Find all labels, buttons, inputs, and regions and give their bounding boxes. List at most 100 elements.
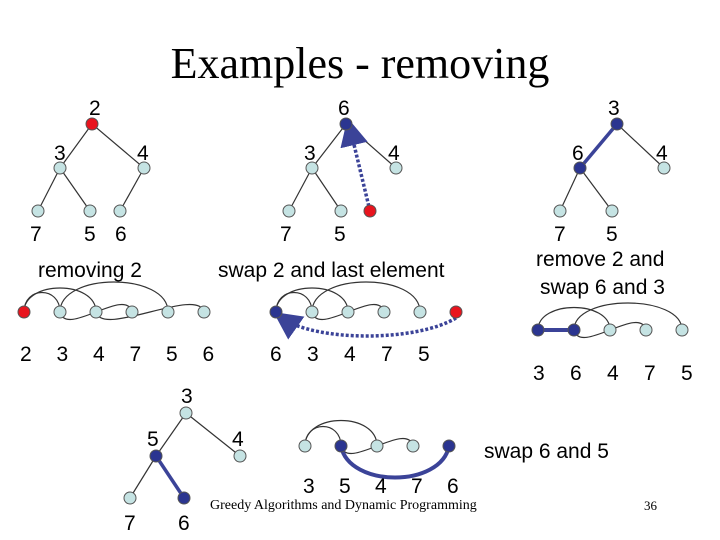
tree4-edge-root-right bbox=[185, 412, 241, 457]
array4-node-1 bbox=[334, 439, 348, 453]
array1-node-5 bbox=[197, 305, 211, 319]
array3-node-1 bbox=[567, 323, 581, 337]
tree2-node-root bbox=[339, 117, 353, 131]
array1-value-4: 5 bbox=[166, 343, 178, 366]
tree2-swap-arrow bbox=[340, 117, 372, 212]
tree3-label-right: 4 bbox=[656, 142, 668, 165]
tree1-label-left: 3 bbox=[54, 142, 66, 165]
array1-value-0: 2 bbox=[20, 343, 32, 366]
footer-text: Greedy Algorithms and Dynamic Programmin… bbox=[210, 498, 477, 513]
tree1-label-root: 2 bbox=[89, 97, 101, 120]
tree3-node-root bbox=[610, 117, 624, 131]
tree2-caption: swap 2 and last element bbox=[218, 259, 445, 282]
array4-value-1: 5 bbox=[339, 475, 351, 498]
array1-node-2 bbox=[89, 305, 103, 319]
tree4-edge-left-lr bbox=[154, 455, 186, 499]
tree4-edge-root-left bbox=[155, 412, 187, 457]
tree4-label-ll: 7 bbox=[124, 512, 136, 535]
tree3-label-ll: 7 bbox=[554, 223, 566, 246]
tree4-edge-left-ll bbox=[129, 455, 157, 499]
array3-node-4 bbox=[675, 323, 689, 337]
tree4-node-right bbox=[233, 449, 247, 463]
array2-node-4 bbox=[413, 305, 427, 319]
array1-node-1 bbox=[53, 305, 67, 319]
tree2-label-ll: 7 bbox=[280, 223, 292, 246]
tree4-caption: swap 6 and 5 bbox=[484, 440, 609, 463]
array3-value-2: 4 bbox=[607, 362, 619, 385]
tree1-label-lr: 5 bbox=[84, 223, 96, 246]
tree4-label-lr: 6 bbox=[178, 512, 190, 535]
tree2-label-left: 3 bbox=[304, 142, 316, 165]
tree4-label-root: 3 bbox=[181, 385, 193, 408]
array4-node-0 bbox=[298, 439, 312, 453]
array4-node-4 bbox=[442, 439, 456, 453]
array3-arc-0-2 bbox=[537, 306, 611, 331]
array1-node-0 bbox=[17, 305, 31, 319]
array2-node-5 bbox=[449, 305, 463, 319]
tree2-node-lr bbox=[334, 204, 348, 218]
tree2-node-removed bbox=[363, 204, 377, 218]
page-number: 36 bbox=[644, 498, 657, 513]
array4-arc-1-4 bbox=[339, 445, 451, 480]
tree2-edge-root-left bbox=[311, 123, 347, 169]
array1-value-3: 7 bbox=[129, 343, 142, 366]
array4-value-2: 4 bbox=[375, 475, 387, 498]
tree1-edge-left-lr bbox=[59, 167, 91, 212]
tree2-edge-left-lr bbox=[311, 167, 342, 212]
tree3-edge-root-right bbox=[616, 123, 665, 169]
tree4-node-root bbox=[179, 406, 193, 420]
tree1-node-left bbox=[53, 161, 67, 175]
tree3-label-root: 3 bbox=[608, 97, 620, 120]
tree2-node-ll bbox=[282, 204, 296, 218]
tree3-node-right bbox=[657, 161, 671, 175]
array3-node-2 bbox=[603, 323, 617, 337]
tree1-node-right bbox=[137, 161, 151, 175]
array1-arc-2-5 bbox=[95, 303, 205, 321]
array1-arc-1-4 bbox=[59, 281, 169, 313]
array3-value-0: 3 bbox=[533, 362, 545, 385]
array3-node-0 bbox=[531, 323, 545, 337]
tree3-caption-line2: swap 6 and 3 bbox=[540, 276, 665, 299]
array3-value-1: 6 bbox=[570, 362, 582, 385]
array1-node-4 bbox=[161, 305, 175, 319]
array2-value-2: 4 bbox=[344, 343, 356, 366]
array1-value-5: 6 bbox=[202, 343, 215, 366]
tree4-label-left: 5 bbox=[147, 428, 159, 451]
tree3-edge-left-lr bbox=[579, 167, 613, 212]
tree3-edge-left-ll bbox=[559, 167, 581, 212]
array1-value-2: 4 bbox=[93, 343, 105, 366]
tree2-node-left bbox=[305, 161, 319, 175]
tree3-node-lr bbox=[605, 204, 619, 218]
tree2-label-root: 6 bbox=[338, 97, 350, 120]
array4-node-2 bbox=[370, 439, 384, 453]
array4-node-3 bbox=[406, 439, 420, 453]
tree1-label-rl: 6 bbox=[115, 223, 127, 246]
array2-swap-arrow bbox=[273, 311, 457, 340]
array2-value-3: 7 bbox=[381, 343, 393, 366]
array2-node-2 bbox=[341, 305, 355, 319]
array2-arc-0-2 bbox=[275, 287, 349, 313]
array2-value-4: 5 bbox=[418, 343, 430, 366]
tree1-node-lr bbox=[83, 204, 97, 218]
array4-arc-0-2 bbox=[304, 419, 378, 447]
tree1-node-rl bbox=[113, 204, 127, 218]
array1-value-1: 3 bbox=[56, 343, 69, 366]
tree4-label-right: 4 bbox=[232, 428, 244, 451]
tree3-label-lr: 5 bbox=[606, 223, 618, 246]
tree2-edge-left-ll bbox=[288, 167, 313, 212]
array4-value-4: 6 bbox=[447, 475, 459, 498]
array1-node-3 bbox=[125, 305, 139, 319]
tree3-caption-line1: remove 2 and bbox=[536, 248, 665, 271]
tree1-edge-left-ll bbox=[37, 167, 61, 212]
tree1-edge-root-right bbox=[91, 123, 145, 169]
tree3-node-left bbox=[573, 161, 587, 175]
tree4-node-left bbox=[149, 449, 163, 463]
tree1-node-root bbox=[85, 117, 99, 131]
tree3-label-left: 6 bbox=[572, 142, 584, 165]
tree1-edge-root-left bbox=[59, 123, 93, 169]
array4-value-3: 7 bbox=[411, 475, 423, 498]
tree3-edge-root-left bbox=[578, 122, 619, 170]
array2-node-3 bbox=[377, 305, 391, 319]
